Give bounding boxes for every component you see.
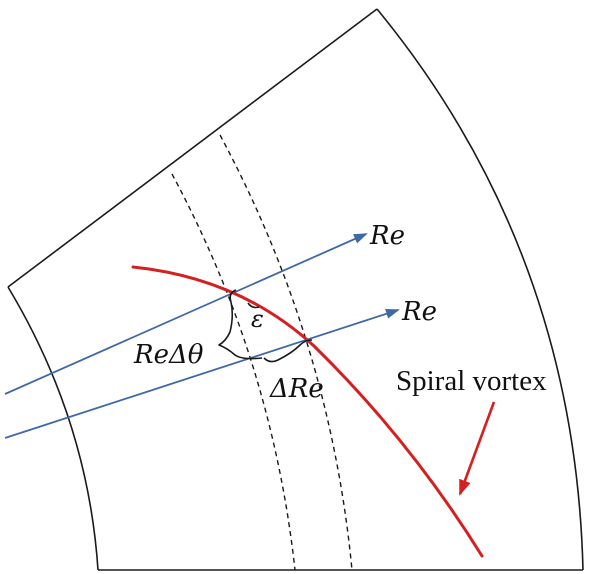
spiral-vortex-curve — [131, 265, 484, 558]
label-epsilon: ε — [251, 305, 264, 333]
radial-arrow-lower — [4, 308, 400, 439]
inner-arc — [7, 286, 99, 571]
epsilon-angle-mark — [247, 302, 260, 309]
label-spiral-vortex: Spiral vortex — [396, 365, 547, 397]
left-radial-edge — [7, 8, 378, 288]
annular-sector — [7, 8, 584, 571]
outer-arc — [376, 8, 584, 571]
vortex-pointer-arrow — [458, 401, 496, 496]
label-re-delta-theta: ReΔθ — [133, 340, 204, 370]
label-delta-re: ΔRe — [269, 374, 324, 404]
dashed-arc-inner — [171, 173, 296, 571]
label-re-upper: Re — [369, 221, 405, 251]
brace-delta-re — [263, 339, 313, 363]
radial-arrow-upper — [4, 233, 368, 395]
brace-re-delta-theta — [218, 289, 263, 360]
label-re-lower: Re — [401, 297, 437, 327]
dashed-arc-outer — [219, 134, 353, 571]
